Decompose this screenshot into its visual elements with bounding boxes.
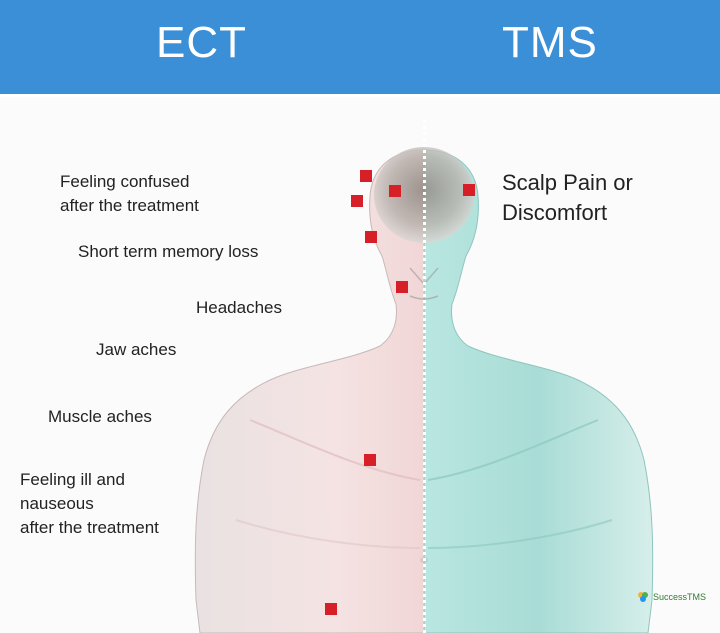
- marker-chest: [364, 454, 376, 466]
- ect-body-half: [194, 149, 424, 633]
- human-body-illustration: [194, 147, 654, 633]
- marker-memory: [389, 185, 401, 197]
- marker-jaw: [396, 281, 408, 293]
- center-divider: [423, 120, 426, 633]
- ect-label-headaches: Headaches: [196, 298, 283, 317]
- ect-label-memory-loss: Short term memory loss: [78, 242, 259, 261]
- ect-label-nausea: Feeling ill and nauseous after the treat…: [20, 470, 159, 537]
- tms-title: TMS: [502, 18, 598, 67]
- ect-label-jaw-aches: Jaw aches: [96, 340, 177, 359]
- tms-label-scalp-pain: Scalp Pain or Discomfort: [502, 170, 633, 225]
- marker-head-lower: [365, 231, 377, 243]
- logo-text: SuccessTMS: [653, 592, 707, 602]
- success-tms-logo: SuccessTMS: [636, 590, 706, 604]
- marker-tms-scalp: [463, 184, 475, 196]
- ect-title: ECT: [156, 18, 247, 67]
- leaf-logo-icon: [638, 592, 648, 602]
- marker-headache: [351, 195, 363, 207]
- marker-abdomen: [325, 603, 337, 615]
- ect-label-muscle-aches: Muscle aches: [48, 407, 152, 426]
- tms-body-half: [424, 149, 654, 633]
- marker-confusion: [360, 170, 372, 182]
- header-bar: ECT TMS: [0, 0, 720, 97]
- ect-label-confusion: Feeling confused after the treatment: [60, 172, 199, 215]
